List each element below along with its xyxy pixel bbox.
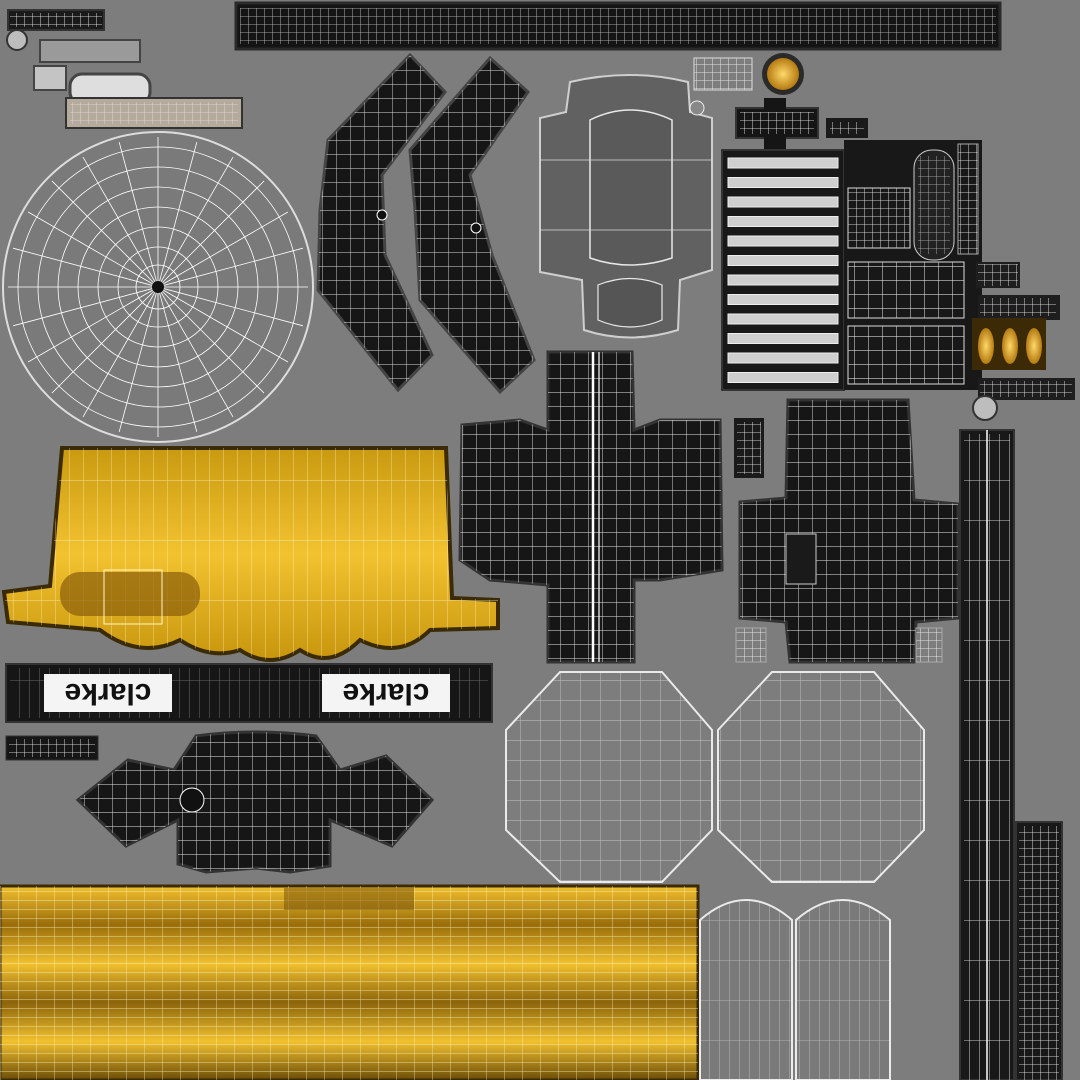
slat xyxy=(727,313,839,325)
slat xyxy=(727,294,839,305)
slat xyxy=(727,157,839,169)
uv-slat-stack xyxy=(721,149,845,391)
uv-wire-discs xyxy=(505,671,925,883)
disc-spoke xyxy=(118,142,157,282)
slat xyxy=(727,274,839,286)
disc-spoke xyxy=(161,290,265,394)
uv-yellow-shell xyxy=(1,446,500,662)
slat xyxy=(727,216,839,227)
uv-disc-large xyxy=(2,131,314,443)
uv-small-parts-top xyxy=(689,53,868,150)
slat xyxy=(727,177,839,188)
uv-central-body xyxy=(458,350,724,664)
uv-decal-strip xyxy=(5,663,493,723)
disc-spoke xyxy=(51,180,155,284)
disc-spoke xyxy=(160,291,234,418)
slat xyxy=(727,352,839,364)
slat xyxy=(727,255,839,266)
uv-arch-panels xyxy=(699,899,891,1080)
uv-tall-strips xyxy=(959,429,1063,1080)
uv-winged-part xyxy=(75,730,435,874)
disc-spoke xyxy=(160,156,234,283)
uv-small-parts-topleft xyxy=(6,9,243,129)
disc-spoke xyxy=(27,289,154,363)
disc-spoke xyxy=(82,156,156,283)
uv-decal-small xyxy=(5,735,99,761)
disc-spoke xyxy=(161,180,265,284)
slat xyxy=(727,333,839,344)
disc-spoke xyxy=(13,288,153,327)
disc-spoke xyxy=(162,289,289,363)
slat xyxy=(727,196,839,208)
uv-top-strip xyxy=(234,1,1002,51)
disc-spoke xyxy=(82,291,156,418)
uv-yellow-bands xyxy=(0,884,700,1080)
uv-engine-cover xyxy=(734,398,960,664)
disc-spoke xyxy=(159,142,198,282)
uv-seat-shape xyxy=(539,74,713,339)
disc-spoke xyxy=(159,292,198,432)
slat xyxy=(727,235,839,247)
disc-spoke xyxy=(162,211,289,285)
decal-logo-right: clarke xyxy=(343,677,430,710)
disc-spoke xyxy=(118,292,157,432)
decal-logo-left: clarke xyxy=(65,677,152,710)
disc-spoke xyxy=(163,247,303,286)
disc-spoke xyxy=(13,247,153,286)
disc-spoke xyxy=(163,288,303,327)
uv-curved-arms xyxy=(316,52,536,395)
disc-spoke xyxy=(51,290,155,394)
disc-spoke xyxy=(27,211,154,285)
uv-right-cluster xyxy=(844,140,1075,421)
slat xyxy=(727,372,839,383)
